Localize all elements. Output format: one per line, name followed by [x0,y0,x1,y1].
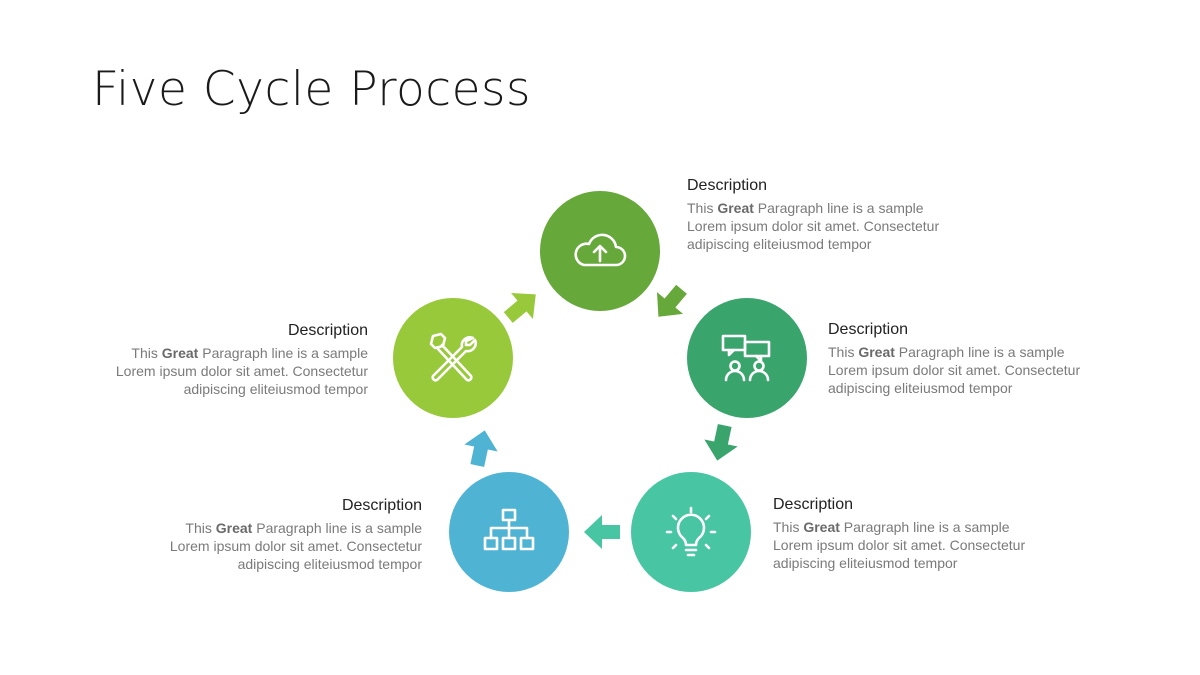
step-circle-chat [687,298,807,418]
step-circle-upload [540,191,660,311]
description-heading: Description [687,177,768,194]
description-heading: Description [773,496,854,513]
step-circle-idea [631,472,751,592]
flow-arrow-network-to-tools [461,427,502,469]
step-description-tools: Description This Great Paragraph line is… [88,321,368,398]
description-heading: Description [287,322,368,339]
tools-icon [429,332,477,382]
description-text: This Great Paragraph line is a sample Lo… [687,200,940,252]
lightbulb-icon [665,506,717,557]
step-description-idea: Description This Great Paragraph line is… [773,495,1053,572]
description-heading: Description [341,497,422,514]
flow-arrow-idea-to-network [584,515,620,549]
step-description-upload: Description This Great Paragraph line is… [687,176,967,253]
flow-arrow-tools-to-upload [497,281,546,330]
flow-arrow-upload-to-chat [645,278,694,327]
flow-arrow-chat-to-idea [701,422,742,464]
description-text: This Great Paragraph line is a sample Lo… [115,345,368,397]
hierarchy-icon [483,508,535,551]
description-heading: Description [828,321,909,338]
description-text: This Great Paragraph line is a sample Lo… [828,344,1081,396]
description-text: This Great Paragraph line is a sample Lo… [169,520,422,572]
step-description-network: Description This Great Paragraph line is… [142,496,422,573]
step-description-chat: Description This Great Paragraph line is… [828,320,1108,397]
step-circle-tools [393,298,513,418]
step-circle-network [449,472,569,592]
page-title: Five Cycle Process [92,62,532,117]
team-chat-icon [721,334,771,382]
description-text: This Great Paragraph line is a sample Lo… [773,519,1026,571]
cloud-upload-icon [574,233,627,267]
